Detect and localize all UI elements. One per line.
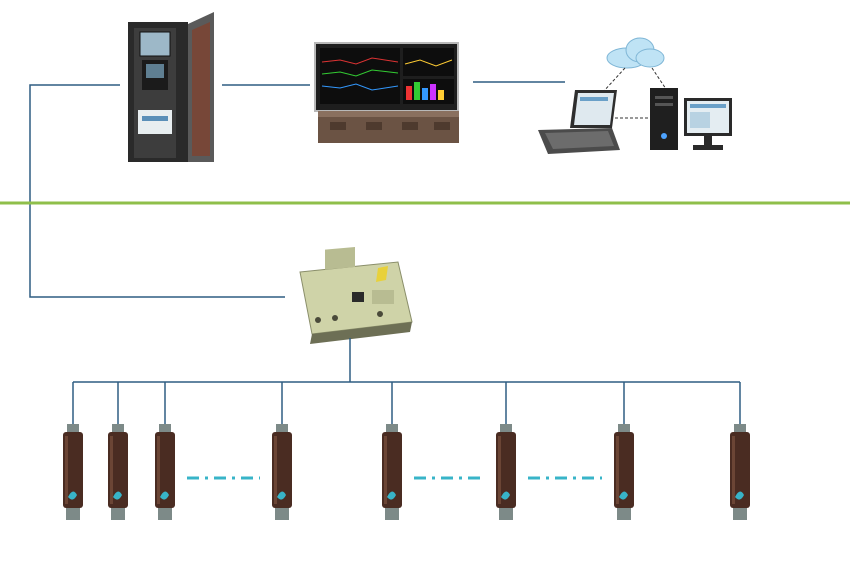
top-connections: [29, 81, 565, 298]
sensor-probe-icon: [155, 382, 175, 520]
sensor-probe-icon: [614, 382, 634, 520]
sensor-probe-icon: [382, 382, 402, 520]
monitoring-wall-display-icon: [314, 42, 459, 143]
server-cabinet-icon: [128, 12, 214, 162]
cabinet-to-controller-wire: [29, 84, 285, 298]
sensor-probe-icon: [730, 382, 750, 520]
sensor-probe-icon: [272, 382, 292, 520]
cloud-icon: [606, 37, 665, 69]
sensor-bus: [73, 338, 740, 383]
sensor-probe-icon: [63, 382, 83, 520]
sensor-probe-icon: [108, 382, 128, 520]
desktop-computer-icon: [650, 88, 732, 150]
sensor-probe-icon: [496, 382, 516, 520]
sensor-array: [63, 382, 750, 520]
controller-unit-icon: [299, 246, 413, 344]
laptop-icon: [538, 90, 620, 154]
